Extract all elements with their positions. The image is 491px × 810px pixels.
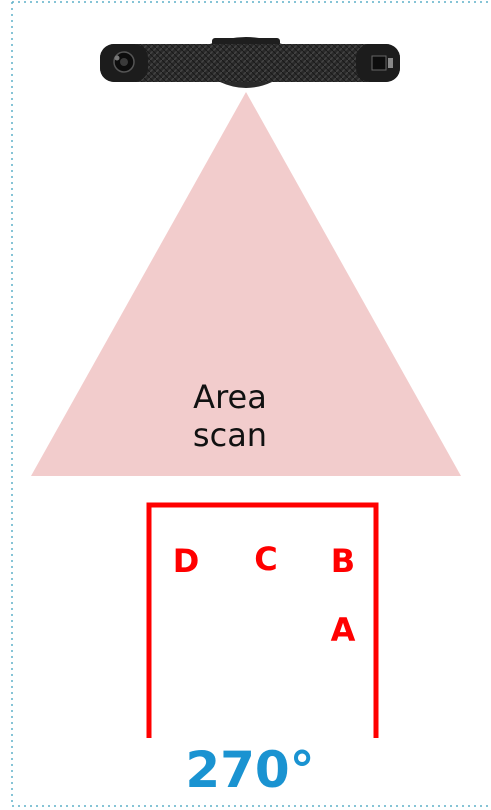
angle-label: 270° bbox=[185, 741, 315, 799]
position-label-b: B bbox=[330, 542, 356, 580]
position-label-d: D bbox=[172, 542, 200, 580]
area-scan-label-line1: Area bbox=[193, 378, 267, 416]
position-label-a: A bbox=[330, 611, 356, 649]
position-label-c: C bbox=[254, 540, 278, 578]
position-bracket bbox=[146, 502, 379, 738]
area-scan-cone bbox=[31, 92, 461, 476]
area-scan-label: Area scan bbox=[150, 378, 310, 454]
scanner-device-icon bbox=[100, 37, 400, 88]
area-scan-label-line2: scan bbox=[192, 416, 268, 454]
